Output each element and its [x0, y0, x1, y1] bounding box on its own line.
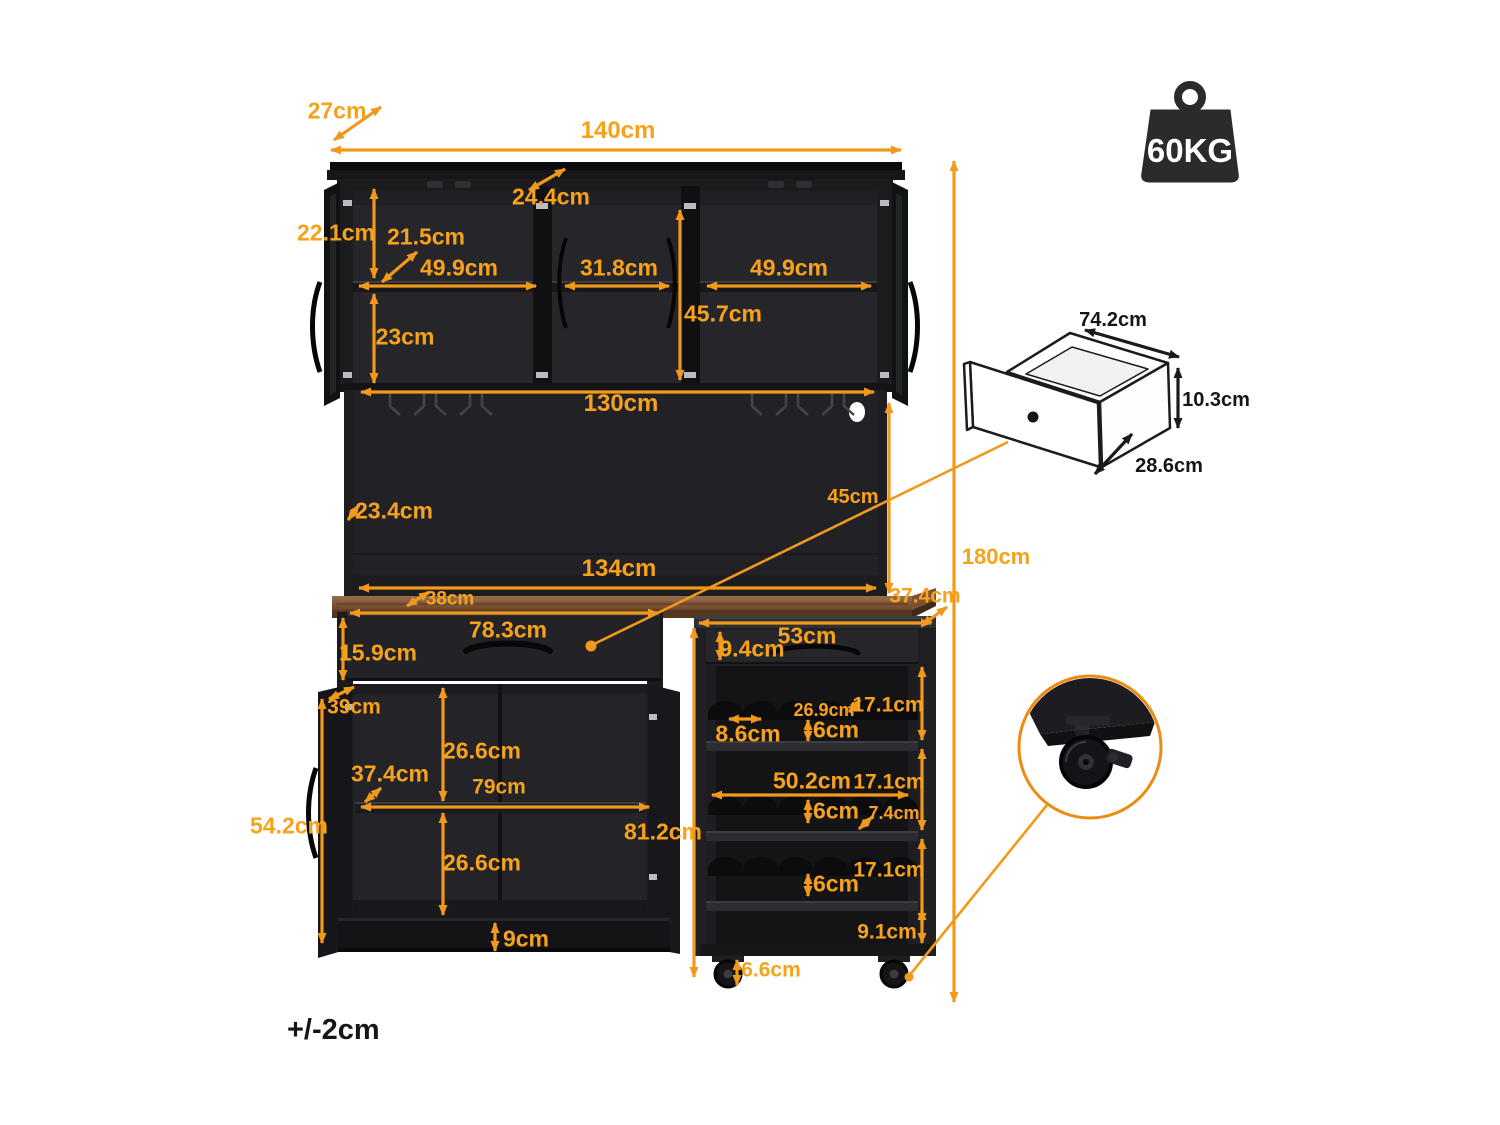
- door-handle-icon: [557, 237, 568, 329]
- upper-left-door: [310, 182, 352, 406]
- dim-label-upper-right-width: 49.9cm: [749, 254, 829, 281]
- cart-shelves: [706, 741, 918, 911]
- dim-label-cart-width: 53cm: [777, 622, 837, 649]
- dim-label-slot-h1: 6cm: [812, 716, 860, 743]
- dim-label-upper-inner-height: 45.7cm: [683, 300, 763, 327]
- door-handle-icon: [907, 281, 920, 373]
- lower-right-door: [648, 684, 680, 954]
- dim-label-counter-diag: 38cm: [425, 588, 475, 610]
- drawer-inset-arrows: [1084, 328, 1183, 476]
- dim-label-open-area-height: 45cm: [827, 486, 879, 508]
- dim-label-back-diag: 23.4cm: [354, 497, 434, 524]
- dim-label-upper-top-height: 22.1cm: [296, 219, 376, 246]
- dim-label-base-height: 9cm: [502, 925, 550, 952]
- dim-label-slot-width: 8.6cm: [715, 720, 781, 747]
- dim-label-hutch-door-diag: 24.4cm: [511, 183, 591, 210]
- stemware-rack-icon: [388, 392, 855, 416]
- dim-label-slot-h3: 6cm: [812, 870, 860, 897]
- dim-label-inset-drawer-height: 10.3cm: [1182, 389, 1250, 411]
- dim-label-rack-depth: 26.9cm: [793, 700, 855, 720]
- dim-label-counter-width: 134cm: [581, 555, 657, 582]
- dim-label-shelf-diag: 37.4cm: [350, 760, 430, 787]
- cable-hole: [849, 402, 865, 422]
- dim-label-upper-lower-height: 23cm: [375, 323, 435, 350]
- dim-label-bottom-shelf: 9.1cm: [857, 920, 917, 944]
- dim-label-drawer-height: 15.9cm: [338, 639, 418, 666]
- dim-label-lower-height: 81.2cm: [623, 818, 703, 845]
- dim-label-door-height: 54.2cm: [249, 812, 329, 839]
- dim-label-overall-width: 140cm: [580, 117, 656, 144]
- caster-wheel-detail-icon: [1017, 674, 1163, 820]
- drawer-knob-icon: [1027, 411, 1039, 423]
- upper-cabinet: [310, 162, 920, 406]
- dim-label-hutch-width: 130cm: [583, 390, 659, 417]
- dim-label-rack-h3: 17.1cm: [853, 858, 925, 882]
- dim-label-cart-drawer-height: 9.4cm: [719, 635, 785, 662]
- callout-dot: [585, 640, 597, 652]
- dim-label-rack-gap: 7.4cm: [868, 803, 920, 823]
- callout-dot: [904, 972, 914, 982]
- dim-label-inset-drawer-depth: 28.6cm: [1135, 455, 1203, 477]
- dim-label-upper-shelf-diag: 21.5cm: [386, 223, 466, 250]
- dim-label-drawer-width: 78.3cm: [468, 616, 548, 643]
- dim-label-cab-lower-inner: 26.6cm: [442, 849, 522, 876]
- dim-label-total-height: 180cm: [961, 544, 1031, 569]
- dim-label-cab-inner-width: 79cm: [472, 775, 526, 799]
- cart-drawer: [706, 630, 918, 664]
- dim-label-upper-mid-width: 31.8cm: [579, 254, 659, 281]
- dim-label-top-depth: 27cm: [307, 97, 367, 124]
- door-handle-icon: [306, 767, 319, 859]
- dim-label-rack-h1: 17.1cm: [852, 693, 924, 717]
- dim-label-cab-upper-inner: 26.6cm: [442, 737, 522, 764]
- dim-label-slot-h2: 6cm: [812, 797, 860, 824]
- drawer-inset-illustration: [962, 331, 1172, 469]
- dim-label-caster-height: 6.6cm: [741, 958, 801, 982]
- weight-kettlebell-icon: 60KG: [1141, 81, 1239, 183]
- dim-label-upper-left-width: 49.9cm: [419, 254, 499, 281]
- dim-label-door-depth: 39cm: [327, 695, 381, 719]
- dim-label-counter-depth: 37.4cm: [889, 584, 961, 608]
- main-drawer: [347, 612, 660, 681]
- door-handle-icon: [310, 281, 323, 373]
- drawer-handle-icon: [464, 640, 552, 654]
- dimension-arrows: [317, 105, 959, 1003]
- upper-right-door: [880, 182, 920, 406]
- door-handle-icon: [666, 237, 677, 329]
- dim-label-rack-h2: 17.1cm: [853, 770, 925, 794]
- tolerance-note: +/-2cm: [287, 1014, 380, 1046]
- weight-capacity-label: 60KG: [1147, 132, 1233, 169]
- dim-label-rack-width: 50.2cm: [772, 767, 852, 794]
- lower-cabinet: [306, 612, 680, 958]
- callout-lines: [591, 440, 1049, 977]
- dim-label-inset-drawer-width: 74.2cm: [1079, 309, 1147, 331]
- drawer-handle-icon: [771, 643, 860, 656]
